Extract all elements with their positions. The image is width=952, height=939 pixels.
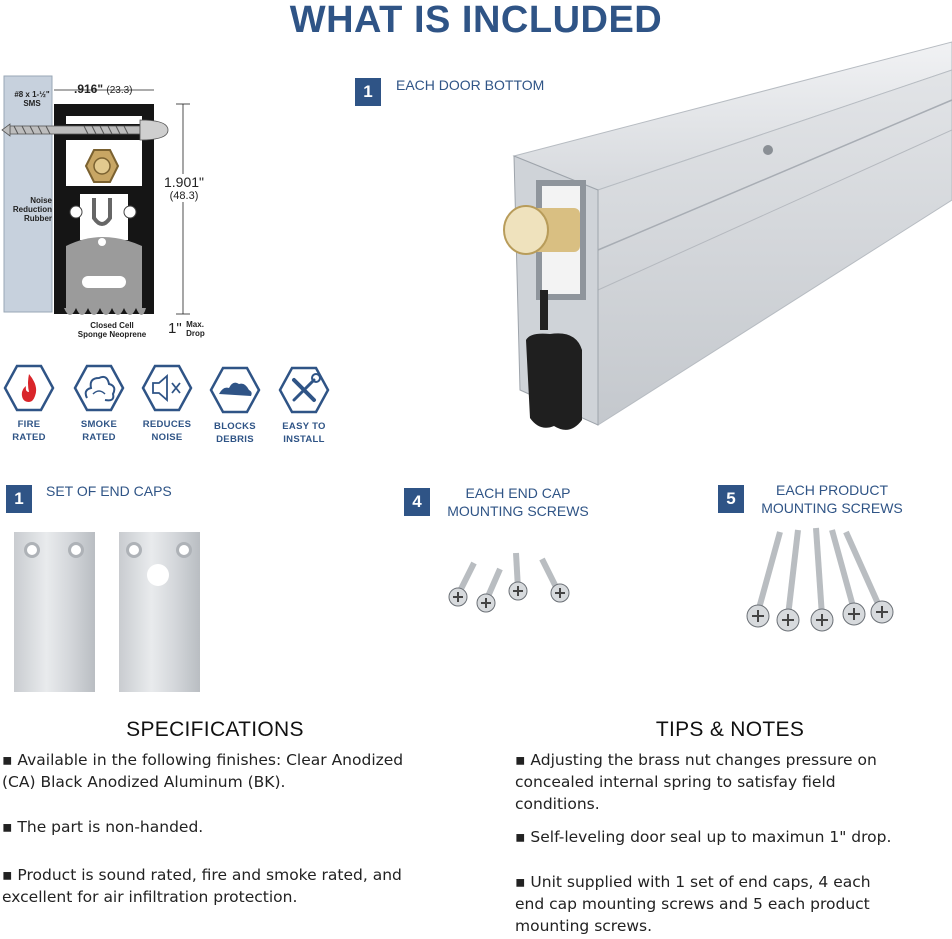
tools-icon	[278, 366, 330, 414]
debris-label-1: BLOCKS	[214, 421, 256, 432]
page-title: WHAT IS INCLUDED	[289, 0, 663, 41]
drop-label-1: Max.	[186, 320, 204, 329]
debris-icon	[209, 366, 261, 414]
spec-item-3: ▪ Product is sound rated, fire and smoke…	[2, 864, 452, 908]
spec-item-3-line-1: ▪ Product is sound rated, fire and smoke…	[2, 866, 402, 884]
smoke-label-2: RATED	[82, 432, 116, 443]
cross-section-diagram: #8 x 1-½" SMS .916" (23.3) 1.901" (48.3)…	[0, 70, 215, 350]
feature-icons: FIRE RATED SMOKE RATED REDUCES NOISE BLO…	[0, 364, 340, 445]
tip-item-3-line-3: mounting screws.	[515, 917, 653, 935]
neoprene-label-1: Closed Cell	[90, 321, 134, 330]
smoke-label-1: SMOKE	[80, 419, 118, 430]
door-bottom-image	[490, 40, 952, 440]
tips-heading: TIPS & NOTES	[655, 718, 805, 741]
width-mm: (23.3)	[106, 85, 133, 96]
fire-label-1: FIRE	[17, 419, 41, 430]
drop-label-2: Drop	[186, 329, 205, 338]
door-bottom-number: 1	[355, 78, 381, 106]
neoprene-label-2: Sponge Neoprene	[77, 330, 147, 339]
end-cap-right	[119, 532, 200, 692]
spec-item-1-line-2: (CA) Black Anodized Aluminum (BK).	[2, 773, 286, 791]
product-screws-label: EACH PRODUCT MOUNTING SCREWS	[752, 481, 912, 517]
fire-label-2: RATED	[12, 432, 46, 443]
feature-noise: REDUCES NOISE	[139, 364, 195, 443]
feature-debris: BLOCKS DEBRIS	[207, 366, 263, 445]
width-inches: .916"	[74, 82, 104, 96]
height-mm: (48.3)	[169, 190, 199, 202]
spec-item-2: ▪ The part is non-handed.	[2, 816, 452, 838]
tip-item-1-line-1: ▪ Adjusting the brass nut changes pressu…	[515, 751, 877, 769]
product-screws-label-2: MOUNTING SCREWS	[761, 500, 903, 516]
noise-label-a: REDUCES	[142, 419, 192, 430]
end-cap-screws-number: 4	[404, 488, 430, 516]
debris-label-2: DEBRIS	[216, 434, 254, 445]
noise-label-b: NOISE	[151, 432, 183, 443]
height-inches: 1.901"	[164, 174, 205, 190]
screw-spec-sub: SMS	[23, 99, 41, 108]
spec-item-1: ▪ Available in the following finishes: C…	[2, 749, 452, 793]
drop-value: 1"	[168, 320, 182, 337]
short-screws-drawing	[448, 552, 570, 613]
tip-item-2: ▪ Self-leveling door seal up to maximun …	[515, 826, 945, 848]
tip-item-2-line-1: ▪ Self-leveling door seal up to maximun …	[515, 828, 892, 846]
spec-item-2-line-1: ▪ The part is non-handed.	[2, 818, 204, 836]
feature-fire: FIRE RATED	[1, 364, 57, 443]
tip-item-3-line-1: ▪ Unit supplied with 1 set of end caps, …	[515, 873, 871, 891]
spec-item-1-line-1: ▪ Available in the following finishes: C…	[2, 751, 404, 769]
end-cap-screws-label: EACH END CAP MOUNTING SCREWS	[438, 484, 598, 520]
screw-spec: #8 x 1-½"	[14, 90, 50, 99]
product-screws-image	[736, 524, 906, 634]
door-bottom-label: EACH DOOR BOTTOM	[396, 77, 545, 93]
tip-item-3-line-2: end cap mounting screws and 5 each produ…	[515, 895, 870, 913]
cross-section-drawing	[1, 75, 190, 315]
specifications-heading: SPECIFICATIONS	[126, 718, 304, 741]
end-caps-label: SET OF END CAPS	[46, 483, 172, 499]
product-screws-label-1: EACH PRODUCT	[775, 482, 888, 498]
product-screws-number: 5	[718, 485, 744, 513]
end-cap-screws-image	[440, 545, 580, 615]
tip-item-1-line-2: concealed internal spring to satisfay fi…	[515, 773, 836, 791]
smoke-icon	[73, 364, 125, 412]
end-cap-screws-label-2: MOUNTING SCREWS	[447, 503, 589, 519]
noise-label-1: Noise	[30, 196, 52, 205]
noise-label-3: Rubber	[24, 214, 52, 223]
tip-item-1-line-3: conditions.	[515, 795, 600, 813]
end-caps-number: 1	[6, 485, 32, 513]
speaker-mute-icon	[141, 364, 193, 412]
feature-smoke: SMOKE RATED	[71, 364, 127, 443]
feature-install: EASY TO INSTALL	[276, 366, 332, 445]
end-cap-left	[14, 532, 95, 692]
install-label-2: INSTALL	[283, 434, 325, 445]
long-screws-drawing	[746, 527, 894, 632]
tip-item-3: ▪ Unit supplied with 1 set of end caps, …	[515, 871, 945, 937]
tip-item-1: ▪ Adjusting the brass nut changes pressu…	[515, 749, 945, 815]
noise-label-2: Reduction	[12, 205, 52, 214]
fire-icon	[3, 364, 55, 412]
install-label-1: EASY TO	[282, 421, 326, 432]
spec-item-3-line-2: excellent for air infiltration protectio…	[2, 888, 298, 906]
end-cap-screws-label-1: EACH END CAP	[465, 485, 571, 501]
door-bottom-drawing	[503, 41, 952, 430]
